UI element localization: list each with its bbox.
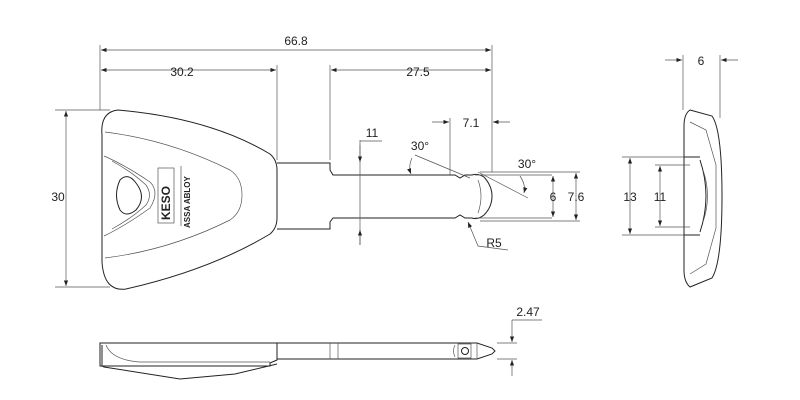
key-head: KESO ASSA ABLOY <box>101 109 278 290</box>
dim-tip-length: 7.1 <box>463 116 480 130</box>
dim-side-width: 6 <box>698 54 705 68</box>
dim-angle-tip: 30° <box>518 157 536 171</box>
dim-side-outer: 13 <box>623 190 637 204</box>
key-blade <box>277 162 552 230</box>
dim-thickness: 2.47 <box>516 305 540 319</box>
dim-angle-top: 30° <box>411 139 429 153</box>
dimensions-front: 66.8 30.2 27.5 7.1 11 30° 30° 6 7.6 30 R… <box>51 34 585 288</box>
dim-blade-length: 27.5 <box>406 65 430 79</box>
finger-grip-icon <box>116 176 142 215</box>
dim-head-length: 30.2 <box>170 65 194 79</box>
dim-tip-outer: 7.6 <box>568 190 585 204</box>
dim-side-inner: 11 <box>654 190 667 204</box>
dim-head-height: 30 <box>51 190 65 204</box>
dim-tip-inner: 6 <box>550 190 557 204</box>
dim-overall-length: 66.8 <box>284 34 308 48</box>
hole-icon <box>461 347 469 355</box>
assa-abloy-logo: ASSA ABLOY <box>183 175 192 228</box>
side-view: 6 13 11 <box>622 54 738 288</box>
top-view: 2.47 <box>99 305 542 380</box>
keso-logo: KESO <box>159 186 173 220</box>
dim-blade-width: 11 <box>366 126 379 140</box>
dim-tip-radius: R5 <box>486 236 502 250</box>
